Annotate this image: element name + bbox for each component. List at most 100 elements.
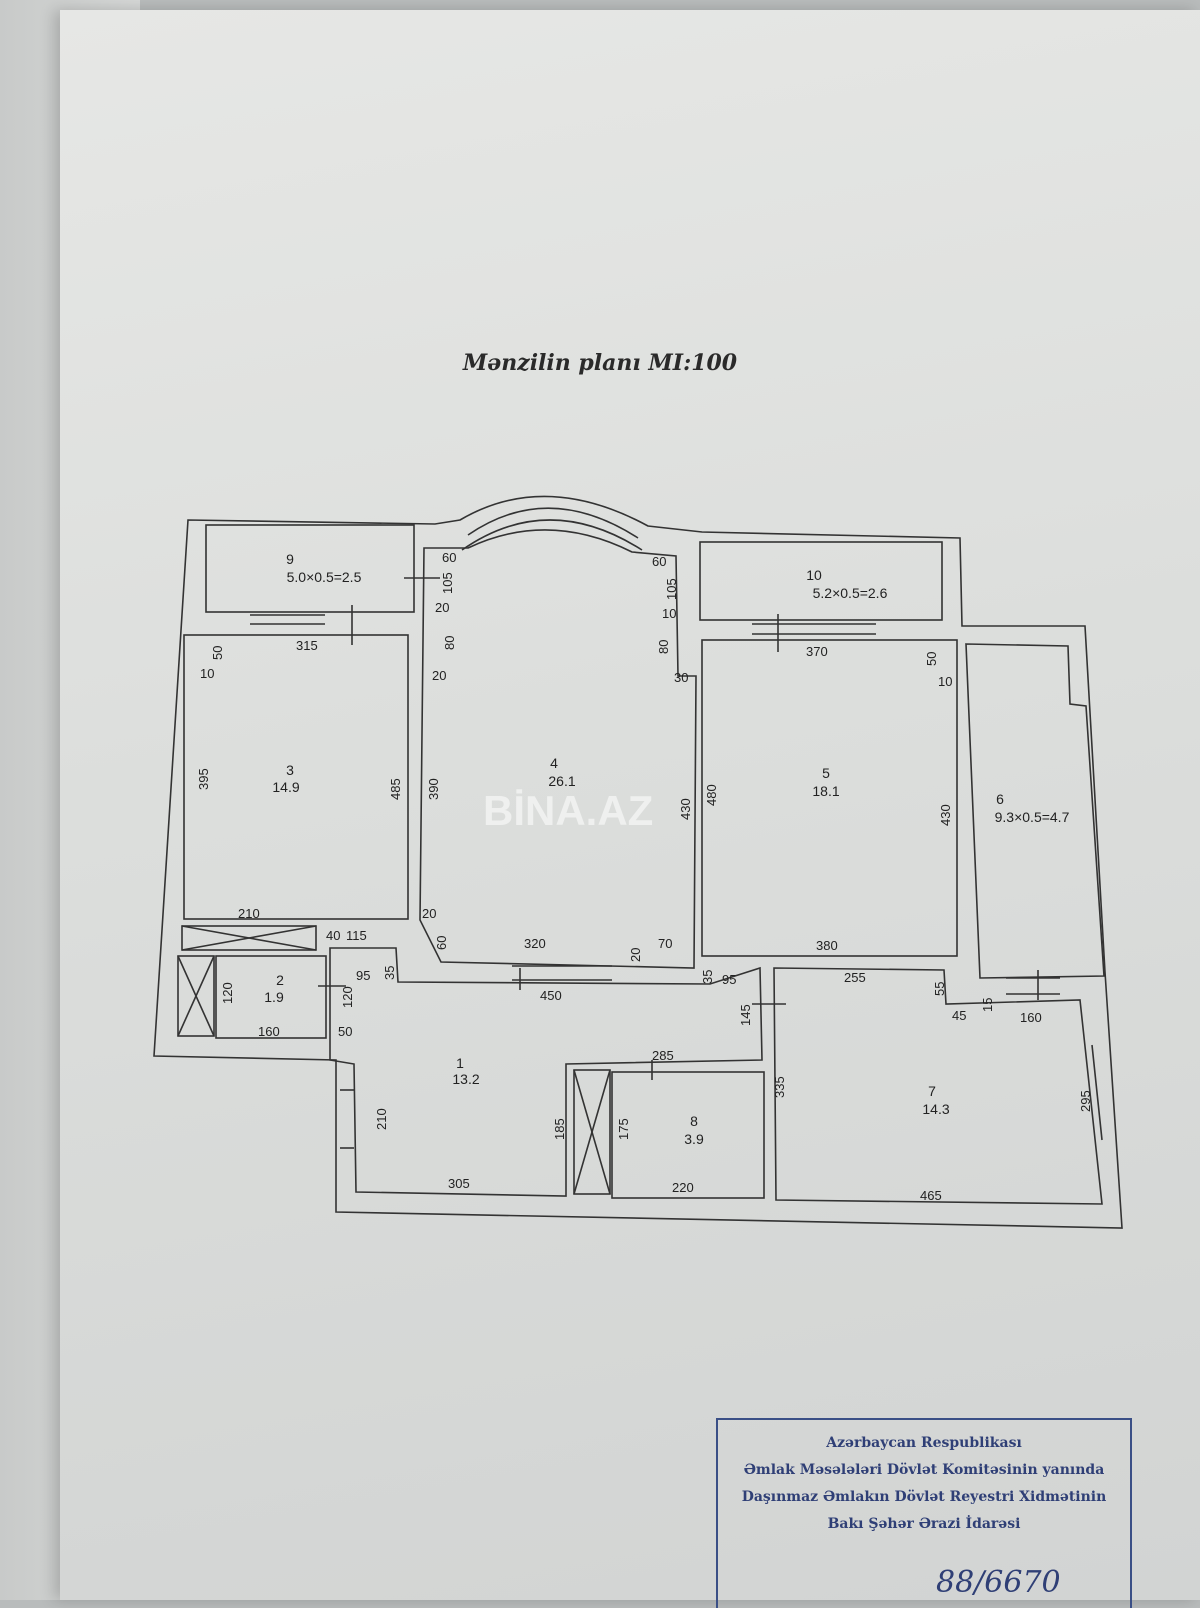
document-sheet	[60, 10, 1200, 1600]
room-6-outline	[965, 643, 1105, 979]
dimension-label: 60	[434, 936, 449, 950]
dimension-label: 10	[200, 666, 214, 681]
room-label: 4 26.1	[548, 755, 575, 789]
dimension-label: 50	[338, 1024, 352, 1039]
svg-text:9.3×0.5=4.7: 9.3×0.5=4.7	[995, 809, 1070, 825]
room-label: 6 9.3×0.5=4.7	[995, 791, 1070, 825]
svg-text:13.2: 13.2	[452, 1071, 479, 1087]
svg-text:3.9: 3.9	[684, 1131, 704, 1147]
room-9-outline	[205, 524, 415, 613]
dimension-label: 430	[678, 798, 693, 820]
closet-b	[177, 955, 215, 1037]
plan-title: Mənzilin planı MI:100	[462, 350, 738, 376]
dimension-label: 95	[722, 972, 736, 987]
svg-text:7: 7	[928, 1083, 936, 1099]
dimension-label: 320	[524, 936, 546, 951]
dimension-label: 70	[658, 936, 672, 951]
room-label: 1 13.2	[452, 1055, 479, 1087]
registry-stamp: Azərbaycan Respublikası Əmlak Məsələləri…	[716, 1418, 1132, 1608]
room-4-outline	[419, 529, 697, 969]
room-10-outline	[699, 541, 943, 621]
dimension-label: 50	[924, 652, 939, 666]
svg-text:6: 6	[996, 791, 1004, 807]
dimension-label: 80	[656, 640, 671, 654]
dimension-label: 395	[196, 768, 211, 790]
dimension-label: 370	[806, 644, 828, 659]
room-1-outline	[329, 947, 763, 1197]
dimension-label: 295	[1078, 1090, 1093, 1112]
dimension-label: 390	[426, 778, 441, 800]
dimension-label: 105	[664, 578, 679, 600]
room-3-outline	[183, 634, 409, 920]
stamp-line: Bakı Şəhər Ərazi İdarəsi	[827, 1516, 1021, 1532]
dimension-label: 45	[952, 1008, 966, 1023]
dimension-label: 430	[938, 804, 953, 826]
svg-text:5.0×0.5=2.5: 5.0×0.5=2.5	[287, 569, 362, 585]
dimension-label: 35	[700, 970, 715, 984]
dimension-label: 60	[652, 554, 666, 569]
dimension-label: 145	[738, 1004, 753, 1026]
room-5-outline	[701, 639, 958, 957]
svg-text:1: 1	[456, 1055, 464, 1071]
dimension-label: 335	[772, 1076, 787, 1098]
svg-text:14.9: 14.9	[272, 779, 299, 795]
closet-c	[573, 1069, 611, 1195]
closet-a	[181, 925, 317, 951]
svg-text:5.2×0.5=2.6: 5.2×0.5=2.6	[813, 585, 888, 601]
svg-text:3: 3	[286, 762, 294, 778]
dimension-label: 185	[552, 1118, 567, 1140]
room-7-outline	[773, 967, 1103, 1205]
room-label: 3 14.9	[272, 762, 299, 795]
dimension-label: 120	[340, 986, 355, 1008]
dimension-label: 50	[210, 646, 225, 660]
stamp-line: Azərbaycan Respublikası	[826, 1435, 1022, 1451]
dimension-label: 380	[816, 938, 838, 953]
dimension-label: 20	[435, 600, 449, 615]
dimension-label: 175	[616, 1118, 631, 1140]
dimension-label: 40	[326, 928, 340, 943]
dimension-label: 35	[382, 966, 397, 980]
watermark: BİNA.AZ	[483, 787, 653, 834]
dimension-label: 20	[628, 948, 643, 962]
room-2-outline	[215, 955, 327, 1039]
dimension-label: 285	[652, 1048, 674, 1063]
svg-text:14.3: 14.3	[922, 1101, 949, 1117]
dimension-label: 80	[442, 636, 457, 650]
svg-text:18.1: 18.1	[812, 783, 839, 799]
dimension-label: 465	[920, 1188, 942, 1203]
room-label: 10 5.2×0.5=2.6	[806, 567, 887, 601]
svg-text:4: 4	[550, 755, 558, 771]
room-8-outline	[611, 1071, 765, 1199]
dimension-label: 20	[422, 906, 436, 921]
room-label: 7 14.3	[922, 1083, 949, 1117]
dimension-label: 160	[258, 1024, 280, 1039]
room-label: 9 5.0×0.5=2.5	[286, 551, 361, 585]
dimension-label: 220	[672, 1180, 694, 1195]
dimension-label: 95	[356, 968, 370, 983]
dimension-label: 55	[932, 982, 947, 996]
dimension-label: 15	[980, 998, 995, 1012]
svg-text:1.9: 1.9	[264, 989, 284, 1005]
dimension-label: 30	[674, 670, 688, 685]
stamp-line: Əmlak Məsələləri Dövlət Komitəsinin yanı…	[743, 1462, 1105, 1478]
svg-text:8: 8	[690, 1113, 698, 1129]
svg-text:2: 2	[276, 972, 284, 988]
dimension-label: 480	[704, 784, 719, 806]
svg-text:5: 5	[822, 765, 830, 781]
dimension-label: 315	[296, 638, 318, 653]
stamp-handwritten-number: 88/6670	[936, 1565, 1061, 1600]
stamp-line: Daşınmaz Əmlakın Dövlət Reyestri Xidməti…	[741, 1489, 1107, 1505]
svg-text:26.1: 26.1	[548, 773, 575, 789]
dimension-label: 160	[1020, 1010, 1042, 1025]
dimension-label: 60	[442, 550, 456, 565]
room-label: 2 1.9	[264, 972, 284, 1005]
arc-balcony	[461, 519, 643, 551]
room-label: 8 3.9	[684, 1113, 704, 1147]
room-label: 5 18.1	[812, 765, 839, 799]
svg-text:9: 9	[286, 551, 294, 567]
outer-wall	[153, 495, 1123, 1229]
dimension-label: 210	[374, 1108, 389, 1130]
dimension-label: 210	[238, 906, 260, 921]
dimension-label: 10	[662, 606, 676, 621]
